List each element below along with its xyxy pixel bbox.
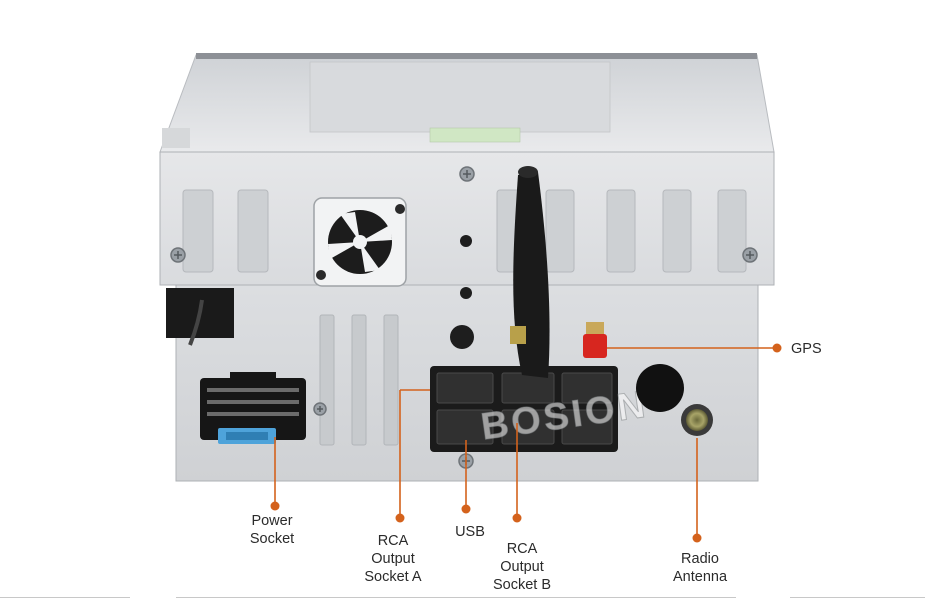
antenna-icon bbox=[510, 166, 550, 378]
screw-icon bbox=[170, 166, 758, 469]
wire-block bbox=[166, 288, 234, 346]
radio-antenna-port-icon bbox=[681, 404, 713, 436]
callout-lines bbox=[274, 347, 776, 537]
connector-block bbox=[430, 366, 618, 452]
label-usb: USB bbox=[455, 524, 485, 540]
bottom-divider-mid bbox=[176, 597, 736, 598]
bottom-divider-left bbox=[0, 597, 130, 598]
label-gps: GPS bbox=[791, 341, 822, 357]
unit-top-cover bbox=[159, 53, 775, 153]
bottom-divider-right bbox=[790, 597, 925, 598]
fan-icon bbox=[313, 197, 407, 287]
gps-connector-icon bbox=[583, 322, 607, 358]
power-connector bbox=[200, 372, 306, 444]
callout-dots bbox=[270, 343, 782, 543]
